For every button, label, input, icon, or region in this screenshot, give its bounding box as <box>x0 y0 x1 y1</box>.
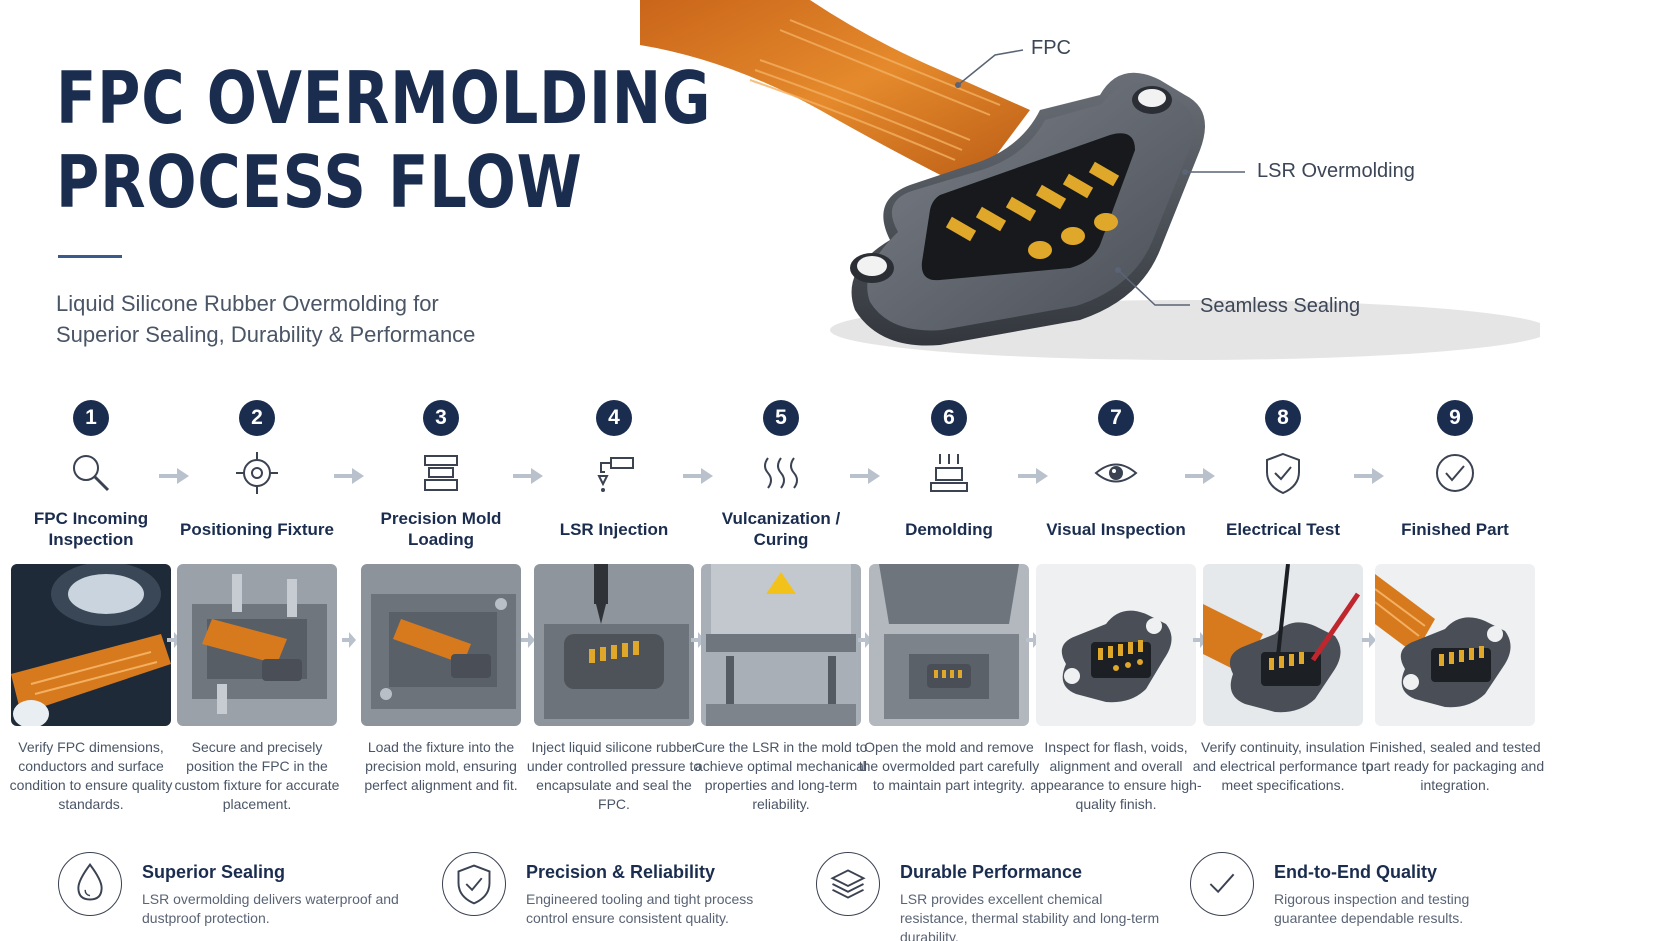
flow-arrow-small-icon <box>1362 632 1376 648</box>
flow-arrow-icon <box>1184 468 1215 484</box>
flow-arrow-icon <box>682 468 713 484</box>
target-icon <box>236 452 278 494</box>
flow-arrow-icon <box>850 468 880 484</box>
step-title: Precision Mold Loading <box>380 509 502 549</box>
feature-title: Superior Sealing <box>142 862 286 882</box>
subtitle-line-1: Liquid Silicone Rubber Overmolding for <box>56 291 439 316</box>
step-photo <box>701 564 861 726</box>
step-title: Demolding <box>905 519 993 539</box>
step-description: Finished, sealed and tested part ready f… <box>1365 739 1545 793</box>
droplet-icon <box>58 852 122 916</box>
step-number-badge: 4 <box>596 400 632 436</box>
page-title: FPC OVERMOLDING PROCESS FLOW <box>56 56 711 224</box>
step-title: Finished Part <box>1401 519 1509 539</box>
step-title: Vulcanization / Curing <box>721 509 841 549</box>
callout-fpc: FPC <box>1031 37 1071 59</box>
subtitle-line-2: Superior Sealing, Durability & Performan… <box>56 322 476 347</box>
flow-arrow-icon <box>159 468 189 484</box>
step-number-badge: 5 <box>763 400 799 436</box>
step-photo <box>1203 564 1363 726</box>
step-title: FPC Incoming Inspection <box>33 509 149 549</box>
layers-icon <box>816 852 880 916</box>
step-number-badge: 6 <box>931 400 967 436</box>
step-number-badge: 7 <box>1098 400 1134 436</box>
step-title: LSR Injection <box>559 519 669 539</box>
feature-description: LSR overmolding delivers waterproof and … <box>142 891 399 926</box>
feature-title: Precision & Reliability <box>526 862 716 882</box>
feature-description: Rigorous inspection and testing guarante… <box>1274 891 1470 926</box>
step-photo <box>177 564 337 726</box>
step-description: Load the fixture into the precision mold… <box>364 739 518 793</box>
step-description: Secure and precisely position the FPC in… <box>174 739 340 812</box>
feature-description: LSR provides excellent chemical resistan… <box>900 891 1160 941</box>
flow-arrow-icon <box>1354 468 1384 484</box>
check-circle-icon <box>1436 454 1474 492</box>
step-description: Cure the LSR in the mold to achieve opti… <box>694 739 868 812</box>
title-line-1: FPC OVERMOLDING <box>56 56 712 140</box>
step-number-badge: 1 <box>73 400 109 436</box>
overmolded-fpc-illustration <box>640 0 1550 360</box>
flow-arrow-small-icon <box>342 632 356 648</box>
checkmark-icon <box>1190 852 1254 916</box>
step-description: Verify FPC dimensions, conductors and su… <box>9 739 173 812</box>
step-title: Positioning Fixture <box>180 519 334 539</box>
title-line-2: PROCESS FLOW <box>56 140 583 224</box>
step-title: Electrical Test <box>1225 519 1341 539</box>
eye-icon <box>1094 463 1138 483</box>
step-photo <box>1375 564 1535 726</box>
title-underline <box>58 255 122 258</box>
flow-arrow-small-icon <box>520 632 535 648</box>
shield-check-icon <box>1266 452 1300 495</box>
feature-description: Engineered tooling and tight process con… <box>526 891 754 926</box>
step-photo <box>534 564 694 726</box>
step-description: Inject liquid silicone rubber under cont… <box>526 739 702 812</box>
callout-seamless-sealing: Seamless Sealing <box>1200 295 1361 317</box>
flow-arrow-small-icon <box>858 632 872 648</box>
step-number-badge: 2 <box>239 400 275 436</box>
step-description: Open the mold and remove the overmolded … <box>858 739 1040 793</box>
feature-title: Durable Performance <box>900 862 1083 882</box>
flow-arrow-icon <box>1017 468 1048 484</box>
hero-product-image: FPC LSR Overmolding Seamless Sealing <box>640 0 1550 380</box>
injector-icon <box>597 457 634 492</box>
flow-arrow-icon <box>512 468 543 484</box>
flow-arrow-icon <box>334 468 364 484</box>
magnifier-icon <box>73 455 110 492</box>
step-description: Verify continuity, insulation and electr… <box>1192 739 1374 793</box>
step-photo <box>11 564 171 726</box>
mold-icon <box>424 455 458 491</box>
step-number-badge: 9 <box>1437 400 1473 436</box>
shield-check-icon <box>442 852 506 916</box>
step-description: Inspect for flash, voids, alignment and … <box>1030 739 1202 812</box>
step-number-badge: 8 <box>1265 400 1301 436</box>
callout-lsr-overmolding: LSR Overmolding <box>1257 160 1415 182</box>
demold-icon <box>930 454 968 492</box>
step-photo <box>869 564 1029 726</box>
step-title: Visual Inspection <box>1046 519 1186 539</box>
step-photo <box>361 564 521 726</box>
heat-icon <box>764 457 798 489</box>
feature-title: End-to-End Quality <box>1274 862 1437 882</box>
step-photo <box>1036 564 1196 726</box>
gold-contact-pads <box>945 161 1120 259</box>
step-number-badge: 3 <box>423 400 459 436</box>
page-subtitle: Liquid Silicone Rubber Overmolding for S… <box>56 288 475 350</box>
fpc-ribbon <box>640 0 1030 190</box>
